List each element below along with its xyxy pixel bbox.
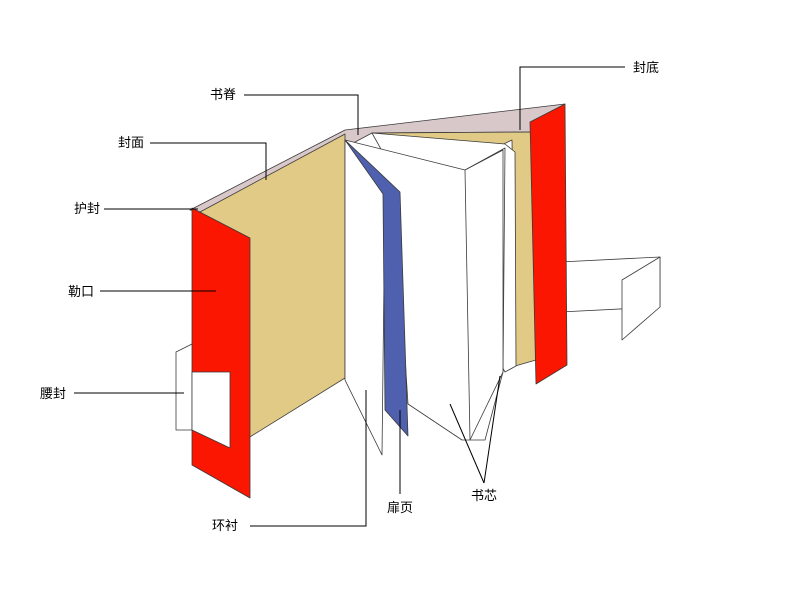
label-spine: 书脊 [210,88,236,103]
label-fore-edge: 勒口 [68,285,94,300]
label-belly-band: 腰封 [40,387,66,402]
label-endpaper: 环衬 [212,519,238,534]
leader-endpaper [250,390,367,527]
leader-front-cover [150,142,267,180]
label-title-page: 扉页 [387,500,413,516]
front-jacket-flap [191,207,251,499]
label-dust-jacket: 护封 [74,202,100,217]
leader-spine [244,94,359,135]
leader-book-block-1 [449,403,485,484]
belly-band-back-end [621,256,661,341]
label-book-block: 书芯 [471,489,497,504]
back-jacket-flap [529,103,568,385]
title-page-sheet [344,139,409,437]
book-block-curl [464,149,504,441]
belly-band-front-over [191,371,231,449]
label-back-cover: 封底 [633,60,659,76]
leader-book-block-2 [483,375,501,484]
leader-back-cover [519,66,625,130]
label-front-cover: 封面 [118,136,144,151]
